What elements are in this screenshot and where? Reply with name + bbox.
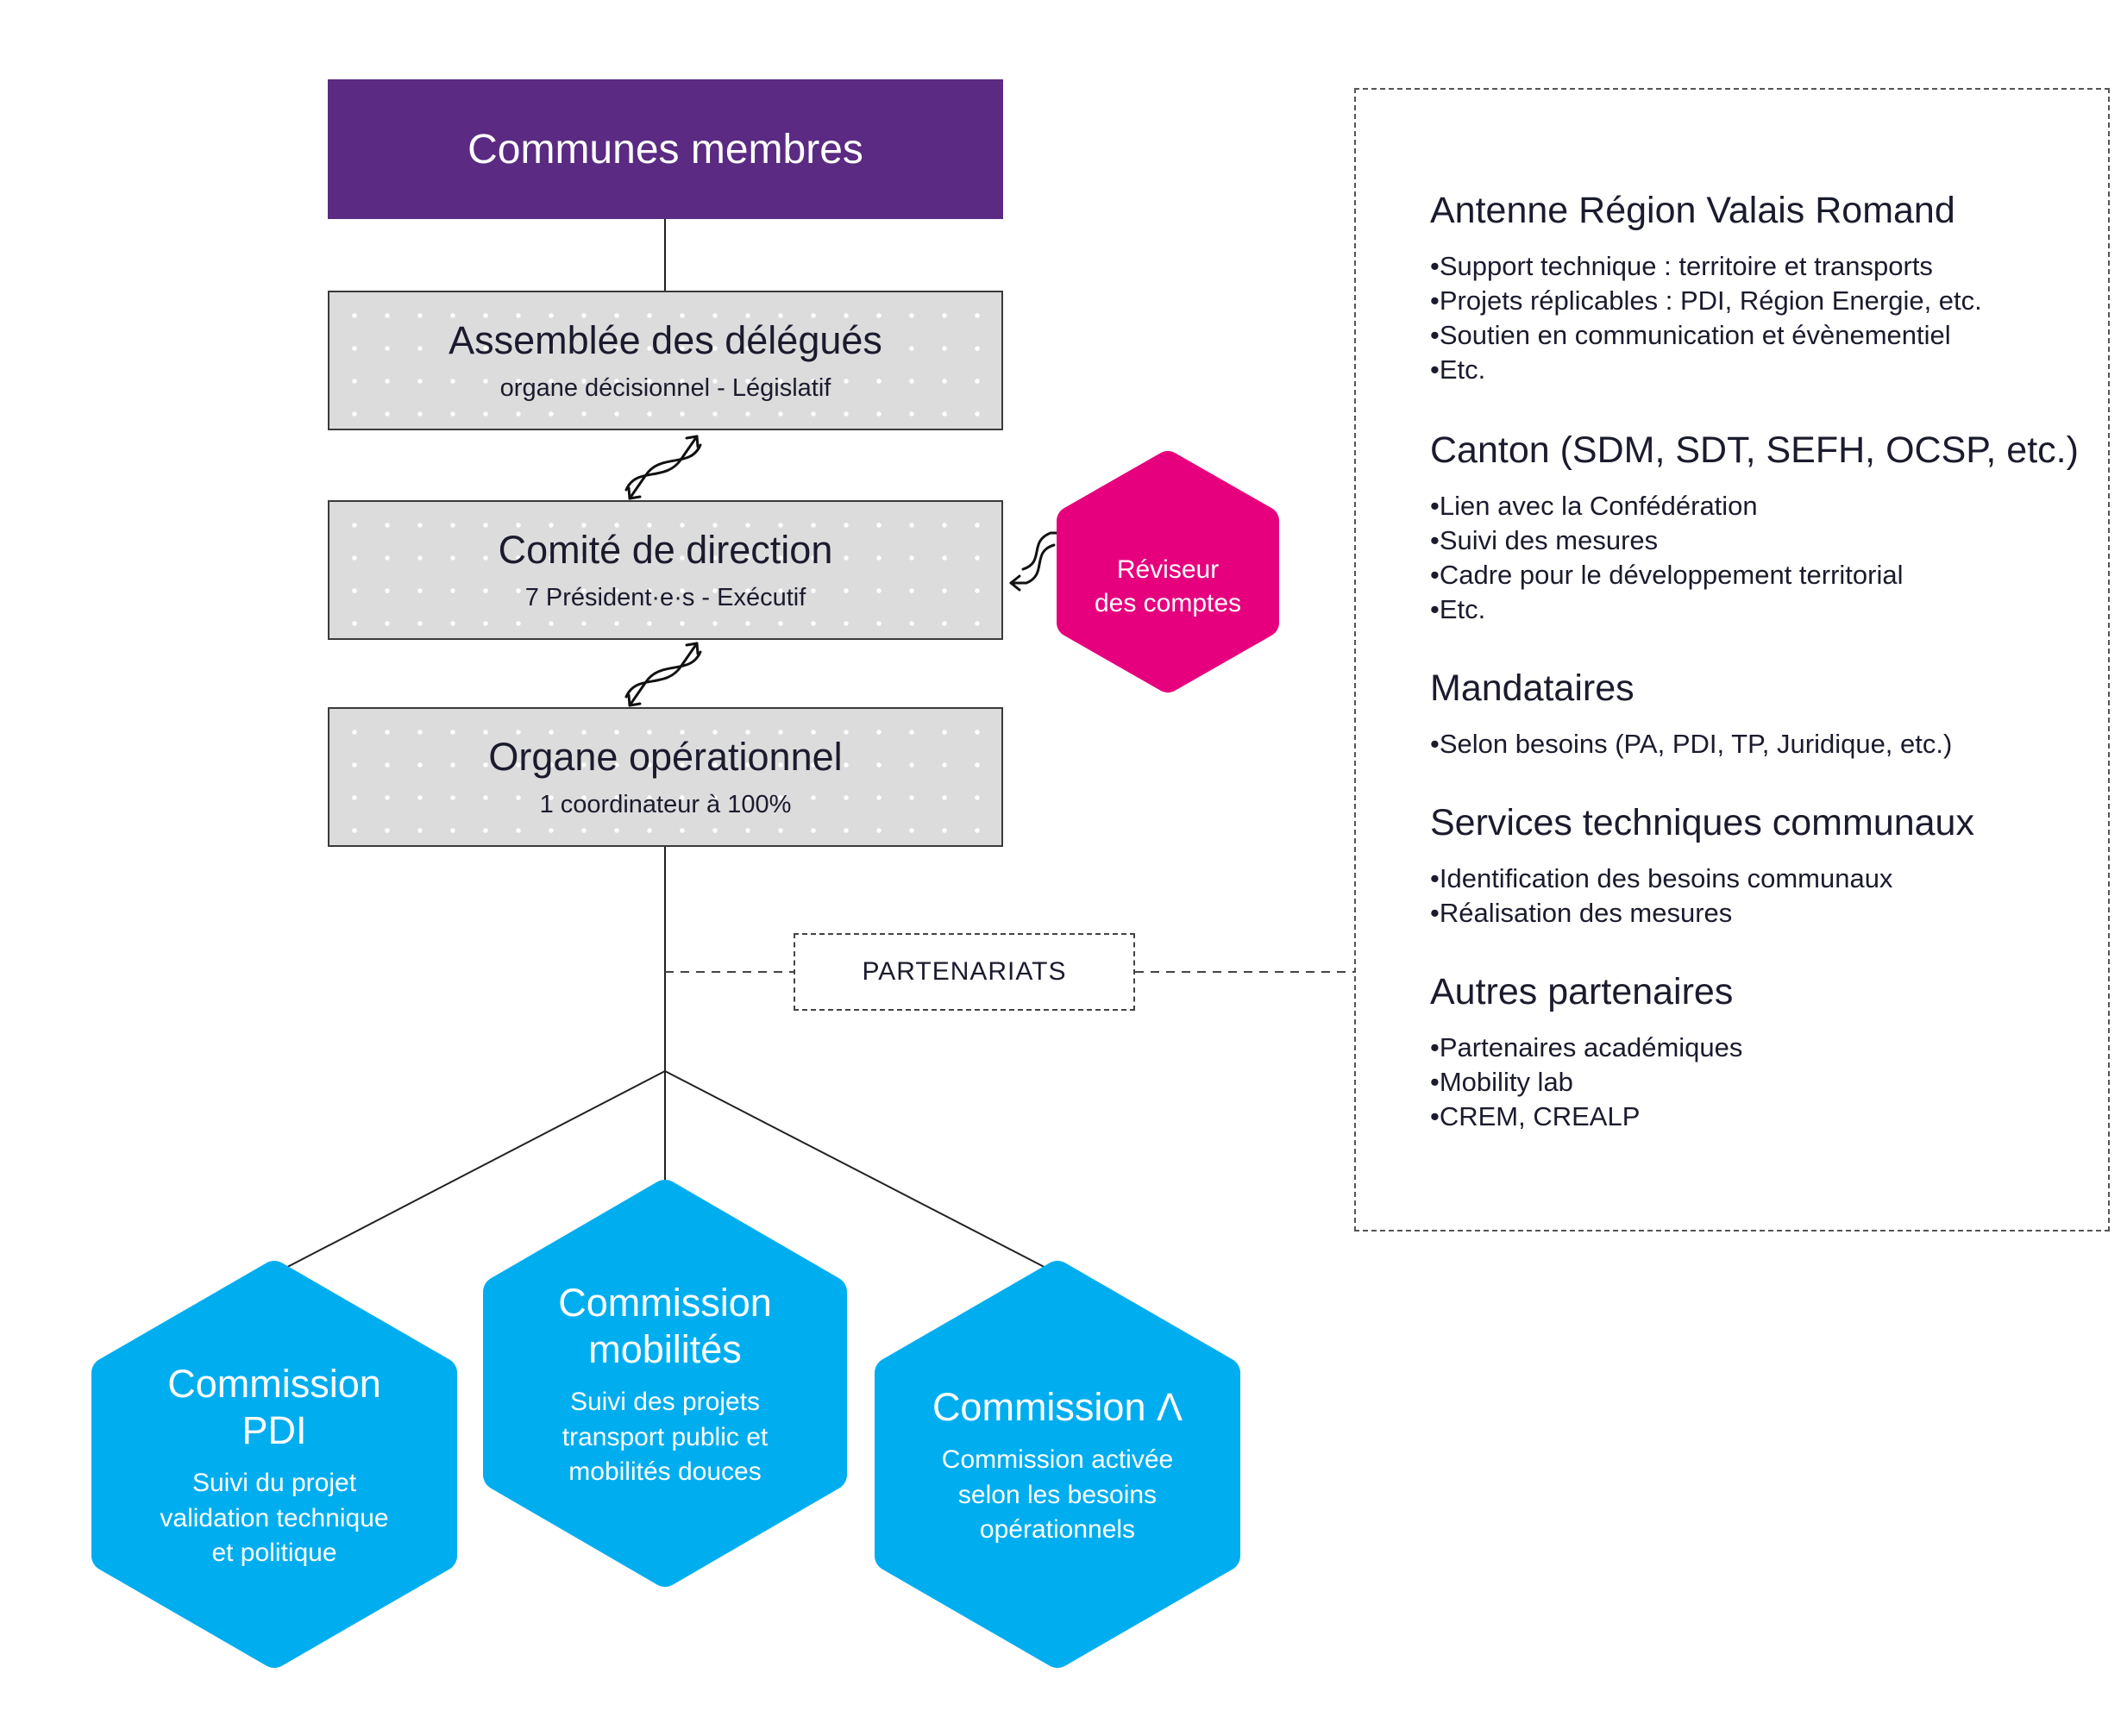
communes-membres-box: Communes membres <box>328 79 1003 219</box>
partner-section: Mandataires Selon besoins (PA, PDI, TP, … <box>1430 667 1952 761</box>
partner-section: Canton (SDM, SDT, SEFH, OCSP, etc.) Lien… <box>1430 429 2079 627</box>
partner-item: Lien avec la Confédération <box>1430 489 2079 523</box>
partner-section-title: Antenne Région Valais Romand <box>1430 190 1955 231</box>
partner-item: Suivi des mesures <box>1430 523 2079 558</box>
partenariats-box: PARTENARIATS <box>794 933 1135 1011</box>
commission-pdi-desc: Suivi du projet <box>191 1469 357 1498</box>
assemblee-box: Assemblée des délégués organe décisionne… <box>328 291 1003 430</box>
partner-section-title: Canton (SDM, SDT, SEFH, OCSP, etc.) <box>1430 429 2079 471</box>
partner-item: Etc. <box>1430 592 2079 627</box>
comite-subtitle: 7 Président·e·s - Exécutif <box>524 584 806 612</box>
commission-lambda-desc: Commission activée <box>941 1445 1174 1475</box>
curved-double-arrow-icon <box>624 435 702 500</box>
partenariats-label: PARTENARIATS <box>862 957 1067 986</box>
partner-item: Cadre pour le développement territorial <box>1430 558 2079 592</box>
assemblee-subtitle: organe décisionnel - Législatif <box>499 374 831 403</box>
partner-item: Réalisation des mesures <box>1430 896 1974 931</box>
organe-subtitle: 1 coordinateur à 100% <box>539 791 792 819</box>
partner-item: Support technique : territoire et transp… <box>1430 249 1982 284</box>
reviseur-line1: Réviseur <box>1116 555 1220 584</box>
commission-mobilites: Commission mobilités Suivi des projets t… <box>501 1247 829 1523</box>
reviseur-label: Réviseur des comptes <box>1071 509 1264 664</box>
commission-pdi-desc: et politique <box>211 1539 337 1568</box>
partner-item: Projets réplicables : PDI, Région Energi… <box>1430 284 1982 318</box>
partner-item: Mobility lab <box>1430 1065 1742 1100</box>
assemblee-title: Assemblée des délégués <box>449 317 882 362</box>
commission-pdi-title1: Commission <box>167 1362 381 1407</box>
organe-box: Organe opérationnel 1 coordinateur à 100… <box>328 707 1003 847</box>
commission-pdi-hexagon <box>91 1261 457 1668</box>
commission-pdi-title2: PDI <box>242 1408 307 1453</box>
partner-section-title: Services techniques communaux <box>1430 802 1974 843</box>
partner-section-title: Mandataires <box>1430 667 1634 709</box>
comite-title: Comité de direction <box>498 527 833 572</box>
commission-mobilites-title2: mobilités <box>588 1327 742 1372</box>
commission-mobilites-title1: Commission <box>558 1281 772 1326</box>
partner-item: Selon besoins (PA, PDI, TP, Juridique, e… <box>1430 727 1952 761</box>
communes-membres-label: Communes membres <box>467 126 863 172</box>
partner-section: Autres partenaires Partenaires académiqu… <box>1430 971 1742 1134</box>
commission-lambda-title: Commission Λ <box>932 1385 1183 1430</box>
commission-lambda-hexagon <box>875 1261 1240 1668</box>
partner-item: Etc. <box>1430 353 1982 387</box>
partner-item: CREM, CREALP <box>1430 1100 1742 1134</box>
commission-pdi-desc: validation technique <box>160 1503 389 1532</box>
partner-item: Identification des besoins communaux <box>1430 862 1974 896</box>
partner-section: Services techniques communaux Identifica… <box>1430 802 1974 931</box>
partner-item: Soutien en communication et évènementiel <box>1430 318 1982 353</box>
commission-mobilites-desc: transport public et <box>562 1422 769 1451</box>
reviseur-line2: des comptes <box>1094 589 1242 617</box>
partner-section-title: Autres partenaires <box>1430 971 1734 1012</box>
curved-double-arrow-icon <box>624 642 702 707</box>
commission-pdi: Commission PDI Suivi du projet validatio… <box>110 1328 438 1604</box>
commission-mobilites-desc: mobilités douces <box>568 1457 762 1487</box>
commission-mobilites-hexagon <box>483 1180 847 1587</box>
partner-item: Partenaires académiques <box>1430 1031 1743 1065</box>
organe-title: Organe opérationnel <box>488 734 843 779</box>
connector-branch-left <box>273 1070 666 1275</box>
commission-lambda: Commission Λ Commission activée selon le… <box>894 1328 1221 1604</box>
partners-panel <box>1354 88 2110 1231</box>
commission-lambda-desc: selon les besoins <box>957 1480 1158 1509</box>
connector-branch-right <box>664 1070 1058 1275</box>
partner-section: Antenne Région Valais Romand Support tec… <box>1430 190 1982 387</box>
comite-box: Comité de direction 7 Président·e·s - Ex… <box>328 500 1003 640</box>
reviseur-hexagon <box>1057 451 1279 693</box>
commission-lambda-desc: opérationnels <box>979 1515 1136 1545</box>
commission-mobilites-desc: Suivi des projets <box>569 1388 761 1417</box>
